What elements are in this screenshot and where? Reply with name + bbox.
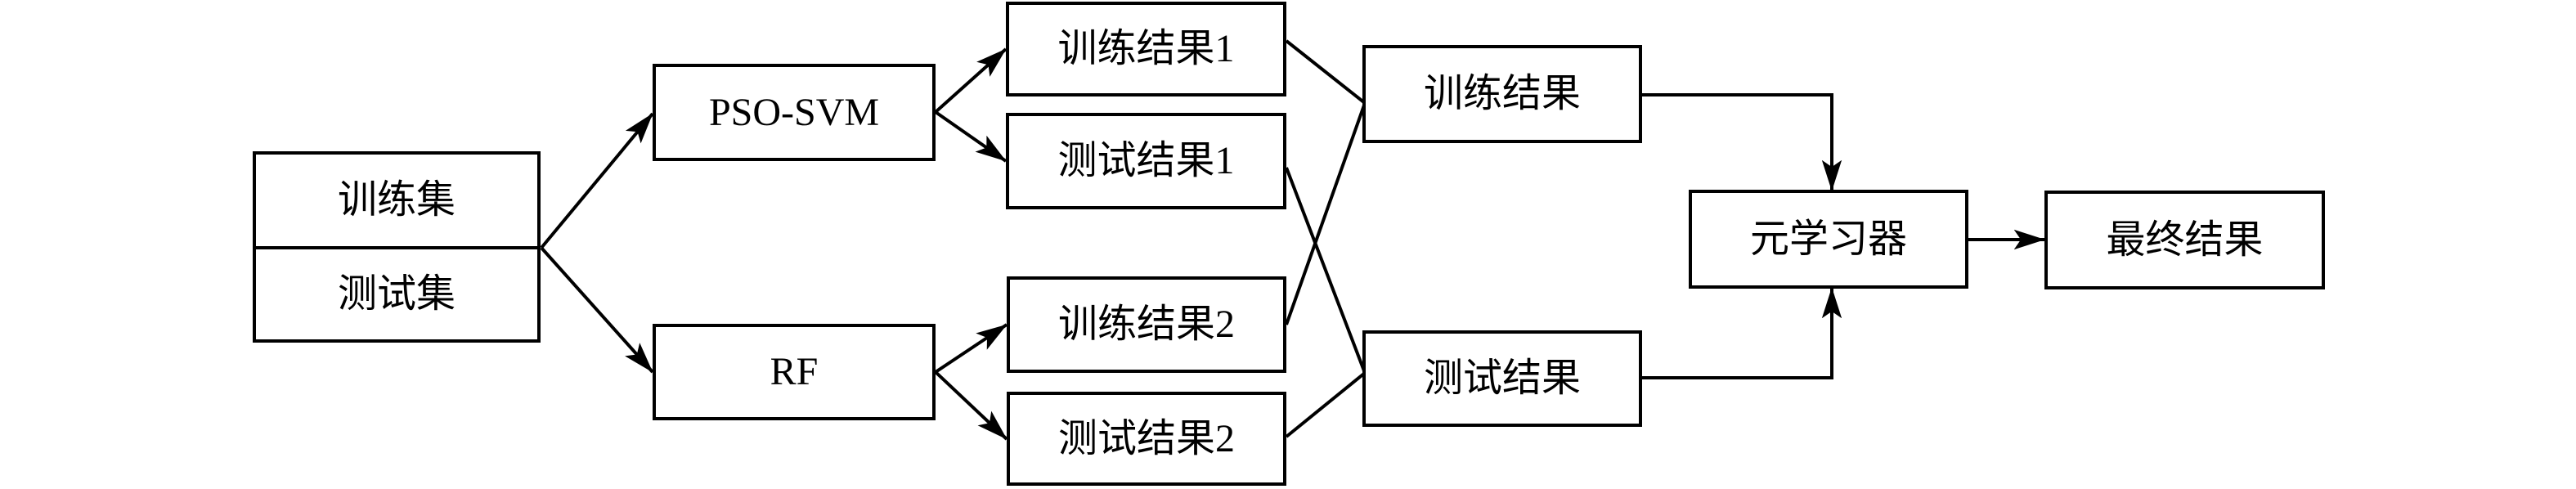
node-train-result-1: 训练结果1 [1006, 2, 1286, 96]
node-label: 训练结果1 [1057, 27, 1235, 70]
node-label: 训练集 [337, 178, 456, 222]
node-rf: RF [653, 324, 936, 420]
edge-pso-svm-to-train-result-1 [934, 47, 1008, 114]
node-label: 训练结果 [1423, 72, 1581, 115]
node-test-result-2: 测试结果2 [1007, 392, 1286, 486]
node-pso-svm: PSO-SVM [653, 64, 936, 161]
node-label: 测试集 [337, 272, 456, 316]
node-label: 测试结果2 [1057, 416, 1235, 460]
node-test-result-merged: 测试结果 [1362, 330, 1642, 427]
node-test-result-1: 测试结果1 [1006, 113, 1286, 209]
node-train-result-merged: 训练结果 [1362, 45, 1642, 143]
node-label: 测试结果 [1423, 357, 1581, 400]
node-label: 训练结果2 [1057, 303, 1235, 346]
edge-test-result-1-to-merged [1285, 167, 1367, 374]
edge-dataset-to-rf [540, 246, 654, 374]
node-final-result: 最终结果 [2044, 191, 2325, 289]
edge-test-result-2-to-merged [1285, 371, 1367, 438]
node-label: 最终结果 [2106, 218, 2264, 262]
edge-train-merged-to-meta-learner [1642, 93, 1842, 191]
node-train-result-2: 训练结果2 [1007, 276, 1286, 373]
node-label: PSO-SVM [708, 90, 880, 134]
edge-train-result-1-to-merged [1285, 39, 1367, 105]
node-dataset: 训练集 测试集 [253, 151, 541, 343]
edge-rf-to-test-result-2 [934, 370, 1008, 441]
edge-pso-svm-to-test-result-1 [934, 110, 1008, 163]
node-label: 测试结果1 [1057, 139, 1235, 182]
node-test-set: 测试集 [256, 249, 537, 339]
edge-train-result-2-to-merged [1285, 102, 1367, 325]
node-train-set: 训练集 [256, 155, 537, 249]
node-meta-learner: 元学习器 [1689, 190, 1968, 289]
node-label: RF [770, 350, 819, 393]
edge-test-merged-to-meta-learner [1642, 287, 1842, 379]
node-label: 元学习器 [1749, 217, 1907, 261]
edge-dataset-to-pso-svm [540, 112, 654, 249]
edge-rf-to-train-result-2 [934, 323, 1008, 374]
